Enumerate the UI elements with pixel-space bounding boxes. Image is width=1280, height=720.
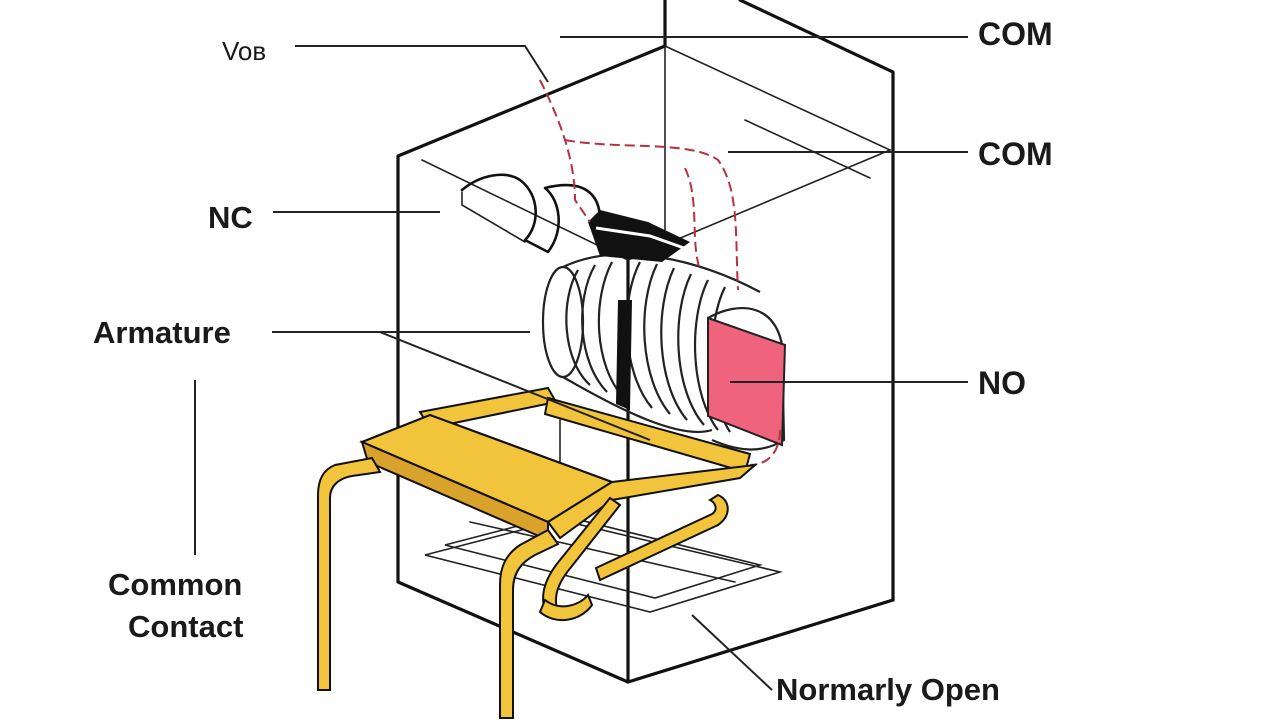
label-no: NO <box>978 365 1026 401</box>
label-com-top: COM <box>978 16 1053 52</box>
label-common-contact-line2: Contact <box>128 609 243 644</box>
leader-armature-diag <box>379 331 651 441</box>
relay-coil <box>541 210 761 434</box>
armature-assembly <box>317 386 759 719</box>
label-normally-open: Normarly Open <box>776 672 1000 707</box>
label-com-mid: COM <box>978 136 1053 172</box>
leader-normally-open <box>691 614 773 691</box>
nc-contact-bracket <box>460 173 602 254</box>
label-common-contact-line1: Common <box>108 567 242 602</box>
no-contact <box>707 306 787 451</box>
label-nc: NC <box>208 200 253 235</box>
leader-vcc <box>295 45 549 83</box>
leader-lines <box>194 36 968 691</box>
label-vcc: Voв <box>222 36 266 66</box>
labels: Voв COM COM NC Armature NO Common Contac… <box>93 16 1053 707</box>
label-armature: Armature <box>93 315 231 350</box>
coil-windings <box>565 261 731 433</box>
